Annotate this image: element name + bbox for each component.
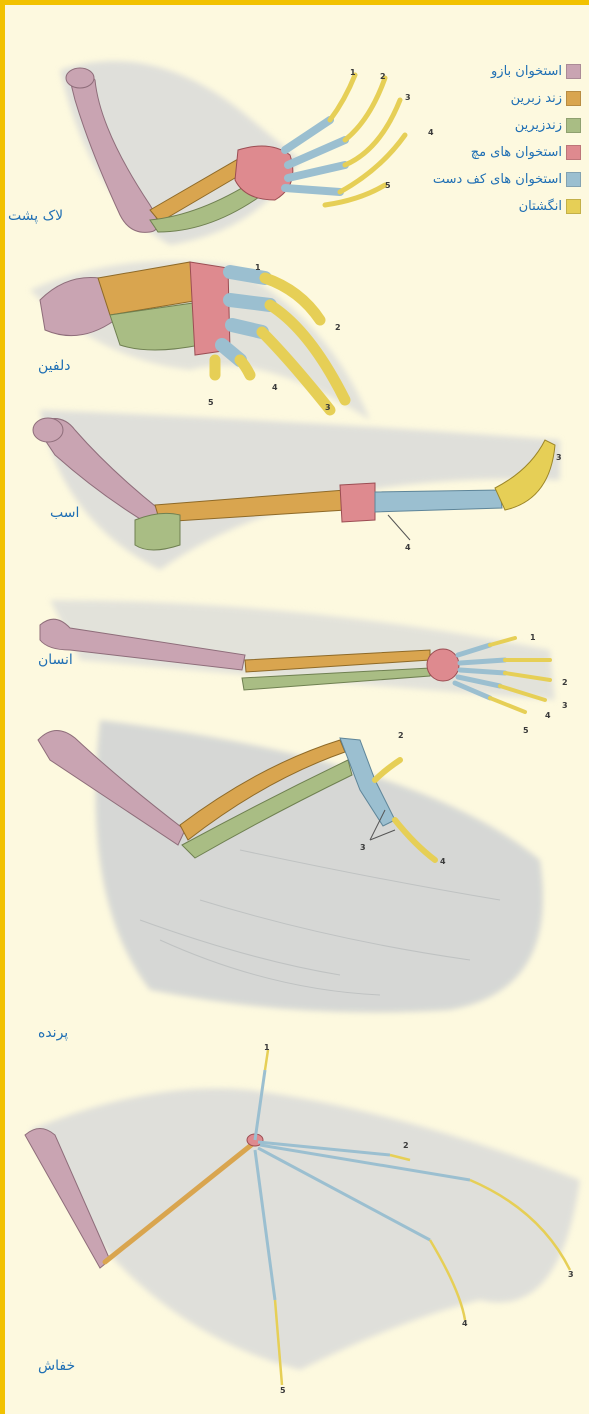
bird-digit-3: 3 [360, 843, 366, 852]
dolphin-digit-3: 3 [325, 403, 331, 412]
turtle-digit-2: 2 [380, 72, 386, 81]
bat-digit-2: 2 [403, 1141, 409, 1150]
dolphin-digit-5: 5 [208, 398, 214, 407]
human-digit-2: 2 [562, 678, 568, 687]
legend-label-carpals: استخوان های مچ [471, 145, 562, 160]
turtle-limb [60, 61, 405, 245]
horse-limb [33, 410, 560, 570]
animal-label-turtle: لاک پشت [8, 208, 63, 224]
human-digit-4: 4 [545, 711, 551, 720]
legend-item-metacarpals: استخوان های کف دست [433, 166, 581, 193]
legend-label-phalanges: انگشتان [519, 199, 562, 214]
human-digit-1: 1 [530, 633, 536, 642]
legend-swatch-humerus [566, 64, 581, 79]
legend-label-metacarpals: استخوان های کف دست [433, 172, 562, 187]
dolphin-digit-4: 4 [272, 383, 278, 392]
dolphin-digit-1: 1 [255, 263, 261, 272]
bat-digit-1: 1 [264, 1043, 270, 1052]
legend-swatch-metacarpals [566, 172, 581, 187]
bird-wing [38, 720, 543, 1013]
bat-digit-3: 3 [568, 1270, 574, 1279]
human-digit-5: 5 [523, 726, 529, 735]
bird-digit-4: 4 [440, 857, 446, 866]
dolphin-digit-2: 2 [335, 323, 341, 332]
legend-label-radius: زند زبرین [511, 91, 562, 106]
turtle-digit-5: 5 [385, 181, 391, 190]
legend-item-humerus: استخوان بازو [433, 58, 581, 85]
legend-swatch-carpals [566, 145, 581, 160]
bone-legend: استخوان بازو زند زبرین زندزیرین استخوان … [433, 58, 581, 220]
bird-digit-2: 2 [398, 731, 404, 740]
animal-label-bat: خفاش [38, 1358, 75, 1374]
animal-label-horse: اسب [50, 505, 79, 521]
legend-label-ulna: زندزیرین [515, 118, 562, 133]
legend-item-carpals: استخوان های مچ [433, 139, 581, 166]
bat-digit-5: 5 [280, 1386, 286, 1395]
legend-swatch-radius [566, 91, 581, 106]
dolphin-flipper [30, 261, 370, 420]
legend-label-humerus: استخوان بازو [491, 64, 562, 79]
bat-digit-4: 4 [462, 1319, 468, 1328]
bat-wing [25, 1050, 580, 1385]
turtle-digit-3: 3 [405, 93, 411, 102]
animal-label-bird: پرنده [38, 1025, 68, 1041]
animal-label-human: انسان [38, 652, 73, 668]
turtle-digit-1: 1 [350, 68, 356, 77]
human-limb [40, 600, 555, 712]
legend-swatch-ulna [566, 118, 581, 133]
horse-digit-4: 4 [405, 543, 411, 552]
human-digit-3: 3 [562, 701, 568, 710]
animal-label-dolphin: دلفین [38, 358, 70, 374]
horse-digit-3: 3 [556, 453, 562, 462]
legend-swatch-phalanges [566, 199, 581, 214]
legend-item-radius: زند زبرین [433, 85, 581, 112]
legend-item-ulna: زندزیرین [433, 112, 581, 139]
legend-item-phalanges: انگشتان [433, 193, 581, 220]
